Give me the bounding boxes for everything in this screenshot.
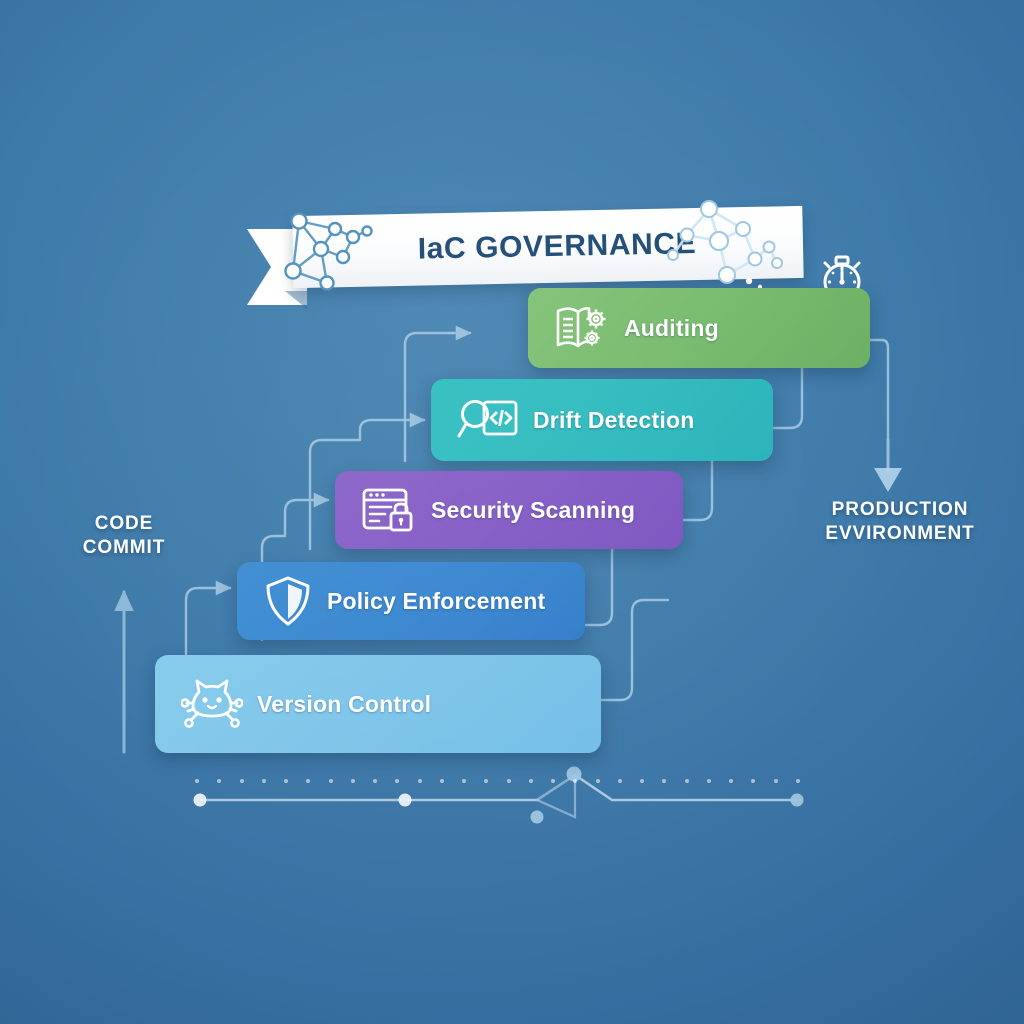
stage-bar-policy-enforcement[interactable]: Policy Enforcement xyxy=(237,562,585,640)
input-label-line1: CODE xyxy=(94,513,154,534)
stage-label: Policy Enforcement xyxy=(327,587,546,614)
pulse-line-decoration xyxy=(193,766,804,824)
stage-bar-security-scanning[interactable]: Security Scanning xyxy=(335,471,683,549)
magnifier-code-icon xyxy=(457,394,519,446)
network-graph-icon xyxy=(667,200,783,290)
input-label: CODE COMMIT xyxy=(48,512,200,561)
stage-label: Drift Detection xyxy=(533,406,695,433)
arrow-down-icon xyxy=(874,468,902,492)
output-label: PRODUCTION EVVIRONMENT xyxy=(806,498,994,547)
shield-icon xyxy=(263,574,313,628)
stage-bar-drift-detection[interactable]: Drift Detection xyxy=(431,379,773,461)
stage-bar-auditing[interactable]: Auditing xyxy=(528,288,870,368)
browser-lock-icon xyxy=(361,485,417,535)
book-gears-icon xyxy=(554,302,610,354)
stage-bar-version-control[interactable]: Version Control xyxy=(155,655,601,753)
input-label-line2: COMMIT xyxy=(82,537,166,559)
stage-label: Version Control xyxy=(257,690,432,717)
output-label-line1: PRODUCTION xyxy=(831,499,969,520)
network-graph-icon xyxy=(284,212,373,291)
stage-label: Auditing xyxy=(624,314,719,341)
git-cat-icon xyxy=(181,676,243,732)
banner: IaC GOVERNANCE xyxy=(245,200,805,309)
ribbon-tail-icon xyxy=(247,229,307,309)
stage-label: Security Scanning xyxy=(431,496,636,523)
pulse-dot-row xyxy=(195,778,800,784)
output-label-line2: EVVIRONMENT xyxy=(825,523,975,545)
